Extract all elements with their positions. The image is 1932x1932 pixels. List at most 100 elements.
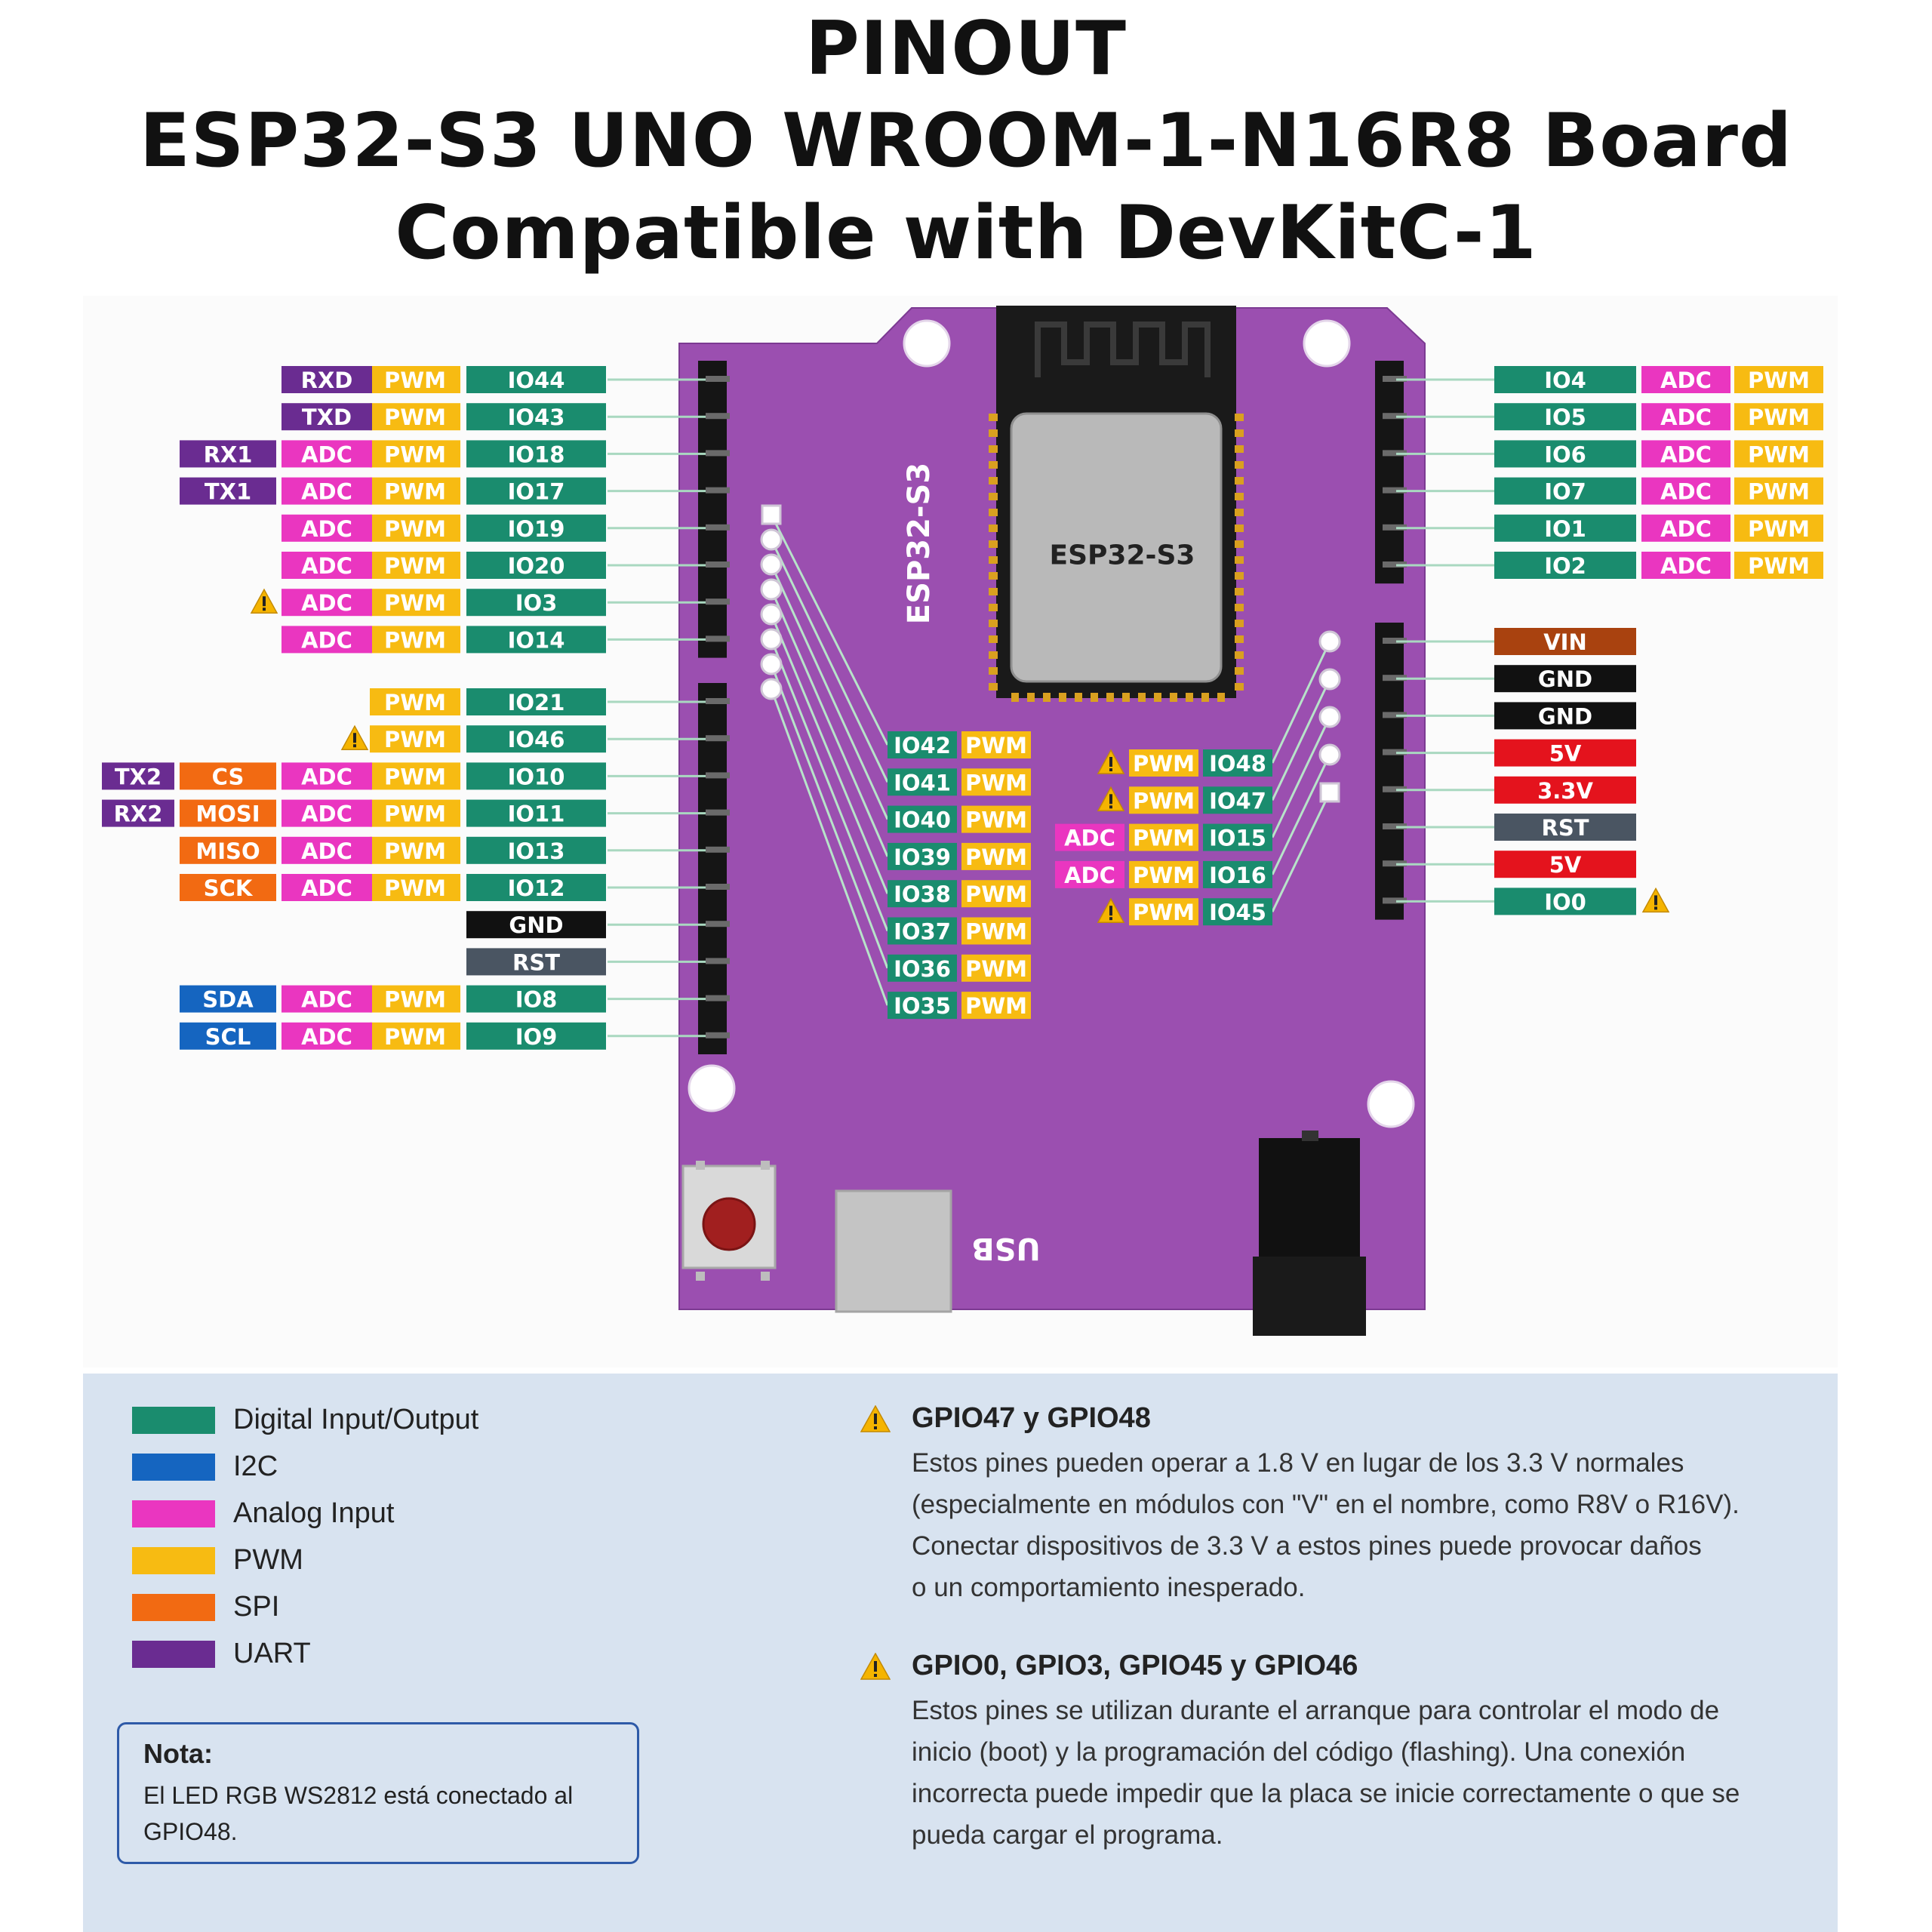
right-top-label-3-1-box xyxy=(1734,477,1823,505)
inner-right-label-1-0-box xyxy=(1129,786,1198,814)
inner-right-warning-icon-4-bar xyxy=(1109,906,1112,916)
inner-left-hole xyxy=(760,528,783,551)
left-top-pin-0-box xyxy=(466,366,606,393)
left-bottom-label-2-2-box xyxy=(180,762,276,790)
module-pad xyxy=(1235,493,1244,500)
module-pad xyxy=(1011,693,1019,702)
left-bottom-label-3-2-box xyxy=(180,799,276,827)
inner-left-label-2-0: PWM xyxy=(965,808,1027,833)
module-pad xyxy=(989,683,998,691)
inner-left-pin-4-box xyxy=(888,880,957,908)
left-bottom-label-9-2: SCL xyxy=(205,1024,251,1050)
left-top-label-3-1-box xyxy=(281,477,372,505)
left-bottom-label-3-0-box xyxy=(370,799,460,827)
left-bottom-label-3-1: ADC xyxy=(301,801,352,827)
reset-button-leg xyxy=(696,1161,705,1170)
right-top-pin-0: IO4 xyxy=(1544,368,1586,393)
inner-right-label-4-0: PWM xyxy=(1133,900,1195,925)
mounting-hole xyxy=(1303,319,1351,368)
right-bottom-pin-2-box xyxy=(1494,702,1636,730)
right-bottom-pin-0-box xyxy=(1494,628,1636,655)
right-bottom-header-pin xyxy=(1383,675,1407,681)
right-bottom-pin-1: GND xyxy=(1538,666,1592,692)
inner-left-label-4-0-box xyxy=(961,880,1031,908)
left-top-pin-1: IO43 xyxy=(508,405,565,430)
inner-right-label-3-1-box xyxy=(1055,860,1124,888)
left-bottom-label-0-0-box xyxy=(370,688,460,715)
right-top-label-4-1: PWM xyxy=(1748,516,1810,542)
left-bottom-pin-7: RST xyxy=(512,949,560,975)
left-top-label-2-2-box xyxy=(180,440,276,468)
left-bottom-label-2-0: PWM xyxy=(384,764,446,789)
inner-right-pin-1-box xyxy=(1203,786,1272,814)
inner-left-label-5-0: PWM xyxy=(965,919,1027,945)
left-bottom-header-pin xyxy=(706,809,730,816)
inner-right-wire xyxy=(1271,716,1331,838)
left-bottom-label-1-0-box xyxy=(370,725,460,753)
right-bottom-header-pin xyxy=(1383,823,1407,829)
left-bottom-label-2-0-box xyxy=(370,762,460,790)
inner-left-label-4-0: PWM xyxy=(965,881,1027,907)
left-top-label-2-0: PWM xyxy=(384,441,446,467)
module-pad xyxy=(1235,651,1244,659)
right-bottom-header-pin xyxy=(1383,638,1407,644)
right-top-header-pin xyxy=(1383,561,1407,568)
reset-button-cap xyxy=(702,1197,756,1251)
left-bottom-header-pin xyxy=(706,995,730,1001)
right-top-label-2-1: PWM xyxy=(1748,441,1810,467)
right-top-label-5-1: PWM xyxy=(1748,553,1810,579)
left-top-label-5-0-box xyxy=(370,552,460,579)
left-top-label-0-1: RXD xyxy=(301,368,353,393)
title-line-1: PINOUT xyxy=(804,6,1128,92)
module-pad xyxy=(1235,635,1244,643)
legend-item: Analog Input xyxy=(132,1497,394,1530)
module-pad xyxy=(1091,693,1098,702)
dc-jack-pin xyxy=(1302,1131,1318,1141)
inner-left-label-3-0: PWM xyxy=(965,844,1027,870)
inner-left-hole xyxy=(760,603,783,626)
inner-left-label-7-0-box xyxy=(961,992,1031,1020)
left-bottom-pin-8: IO8 xyxy=(515,987,558,1013)
inner-left-pin-0: IO42 xyxy=(894,733,951,758)
left-bottom-header-pin xyxy=(706,735,730,742)
right-top-label-1-0-box xyxy=(1641,403,1730,431)
module-pad xyxy=(989,635,998,643)
module-pad xyxy=(1235,572,1244,580)
reset-button-leg xyxy=(761,1272,770,1281)
inner-right-warning-icon-1-bar xyxy=(1109,794,1112,804)
left-bottom-label-9-1-box xyxy=(281,1022,372,1050)
left-top-label-6-1-box xyxy=(281,589,372,617)
module-pad xyxy=(1217,693,1225,702)
module-pad xyxy=(1106,693,1114,702)
right-top-label-0-0-box xyxy=(1641,366,1730,393)
right-top-label-3-0-box xyxy=(1641,477,1730,505)
left-top-header-pin xyxy=(706,561,730,568)
module-pad xyxy=(1235,540,1244,548)
right-top-label-2-0-box xyxy=(1641,440,1730,468)
warning-2-line-1: Estos pines se utilizan durante el arran… xyxy=(912,1696,1720,1725)
inner-right-wire xyxy=(1271,678,1331,801)
right-bottom-pin-4: 3.3V xyxy=(1537,778,1593,804)
title-line-3: Compatible with DevKitC-1 xyxy=(395,190,1537,276)
inner-left-label-3-0-box xyxy=(961,842,1031,870)
left-top-label-7-0: PWM xyxy=(384,627,446,653)
left-bottom-pin-0: IO21 xyxy=(508,690,565,715)
left-bottom-pin-4-box xyxy=(466,836,606,864)
left-top-label-5-1-box xyxy=(281,552,372,579)
module-pad xyxy=(1235,620,1244,627)
left-top-label-2-1-box xyxy=(281,440,372,468)
left-top-pin-5: IO20 xyxy=(508,553,565,579)
left-top-pin-2-box xyxy=(466,440,606,468)
right-bottom-pin-6-box xyxy=(1494,851,1636,878)
left-top-pin-5-box xyxy=(466,552,606,579)
left-bottom-pin-0-box xyxy=(466,688,606,715)
inner-right-wire xyxy=(1271,641,1331,764)
right-bottom-warning-icon-7-dot xyxy=(1654,906,1657,910)
module-pad xyxy=(989,651,998,659)
left-top-label-7-0-box xyxy=(370,626,460,654)
left-top-label-1-0: PWM xyxy=(384,405,446,430)
left-top-label-3-2: TX1 xyxy=(205,479,251,505)
right-bottom-pin-0: VIN xyxy=(1543,629,1587,655)
right-top-label-4-1-box xyxy=(1734,514,1823,542)
left-bottom-label-4-1-box xyxy=(281,836,372,864)
